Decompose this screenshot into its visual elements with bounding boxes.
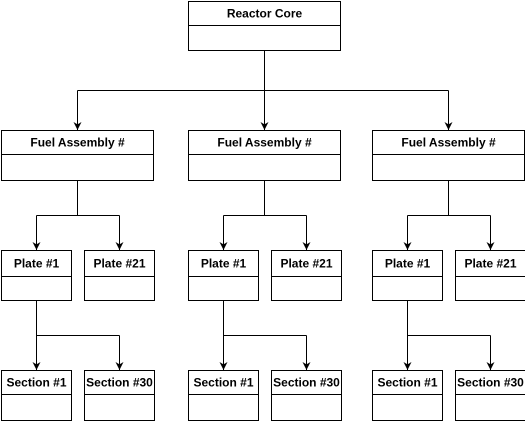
section-1-2: Section #30 bbox=[84, 370, 155, 421]
plate-3-2-frame bbox=[455, 250, 525, 301]
fuel-assembly-2: Fuel Assembly # bbox=[188, 130, 341, 181]
fuel-assembly-3-frame bbox=[372, 130, 525, 181]
section-2-2-title: Section #30 bbox=[273, 376, 340, 390]
section-1-1: Section #1 bbox=[1, 370, 72, 421]
section-2-2-frame bbox=[271, 370, 342, 421]
section-1-1-title: Section #1 bbox=[6, 376, 66, 390]
plate-2-1-frame bbox=[188, 250, 259, 301]
plate-1-2: Plate #21 bbox=[84, 250, 155, 301]
section-3-2: Section #30 bbox=[455, 370, 525, 421]
plate-2-1-title: Plate #1 bbox=[201, 257, 247, 271]
section-2-1-frame bbox=[188, 370, 259, 421]
plate-1-2-title: Plate #21 bbox=[93, 257, 145, 271]
fuel-assembly-2-title: Fuel Assembly # bbox=[217, 136, 312, 150]
section-1-2-frame bbox=[84, 370, 155, 421]
root-node-reactor-core: Reactor Core bbox=[188, 1, 341, 51]
fuel-assembly-1: Fuel Assembly # bbox=[1, 130, 154, 181]
plate-3-2: Plate #21 bbox=[455, 250, 525, 301]
section-1-1-frame bbox=[1, 370, 72, 421]
plate-1-1: Plate #1 bbox=[1, 250, 72, 301]
section-3-1: Section #1 bbox=[372, 370, 443, 421]
plate-3-1: Plate #1 bbox=[372, 250, 443, 301]
plate-2-2: Plate #21 bbox=[271, 250, 342, 301]
plate-2-1: Plate #1 bbox=[188, 250, 259, 301]
plate-3-1-title: Plate #1 bbox=[385, 257, 431, 271]
section-3-2-frame bbox=[455, 370, 525, 421]
plate-3-1-frame bbox=[372, 250, 443, 301]
section-3-2-title: Section #30 bbox=[457, 376, 524, 390]
fuel-assembly-3-title: Fuel Assembly # bbox=[401, 136, 496, 150]
connector-lines bbox=[32, 51, 495, 370]
section-3-1-title: Section #1 bbox=[377, 376, 437, 390]
fuel-assembly-2-frame bbox=[188, 130, 341, 181]
plate-1-1-title: Plate #1 bbox=[14, 257, 60, 271]
plate-2-2-frame bbox=[271, 250, 342, 301]
root-node-reactor-core-title: Reactor Core bbox=[227, 7, 303, 21]
fuel-assembly-1-title: Fuel Assembly # bbox=[30, 136, 125, 150]
section-2-2: Section #30 bbox=[271, 370, 342, 421]
plate-2-2-title: Plate #21 bbox=[280, 257, 332, 271]
section-1-2-title: Section #30 bbox=[86, 376, 153, 390]
plate-3-2-title: Plate #21 bbox=[464, 257, 516, 271]
plate-1-1-frame bbox=[1, 250, 72, 301]
fuel-assembly-1-frame bbox=[1, 130, 154, 181]
section-2-1-title: Section #1 bbox=[193, 376, 253, 390]
fuel-assembly-3: Fuel Assembly # bbox=[372, 130, 525, 181]
section-2-1: Section #1 bbox=[188, 370, 259, 421]
section-3-1-frame bbox=[372, 370, 443, 421]
plate-1-2-frame bbox=[84, 250, 155, 301]
